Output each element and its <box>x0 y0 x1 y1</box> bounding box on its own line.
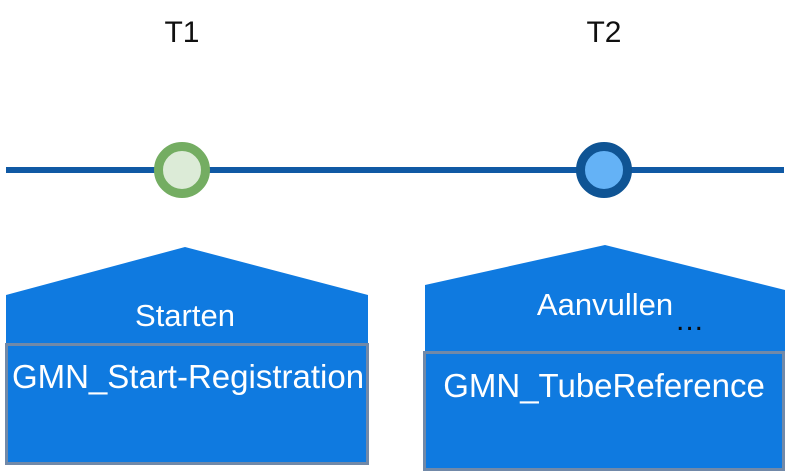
tick-label-t2: T2 <box>586 16 622 49</box>
event-body-start: GMN_Start-Registration <box>11 358 365 395</box>
timeline-marker-t1[interactable] <box>154 142 210 198</box>
tick-label-t1: T1 <box>164 16 200 49</box>
ellipsis-marker: ... <box>676 304 705 337</box>
event-title-supplement: Aanvullen <box>536 287 674 322</box>
event-title-start: Starten <box>135 298 235 333</box>
timeline-marker-t2[interactable] <box>576 142 632 198</box>
event-body-supplement: GMN_TubeReference <box>443 367 765 404</box>
